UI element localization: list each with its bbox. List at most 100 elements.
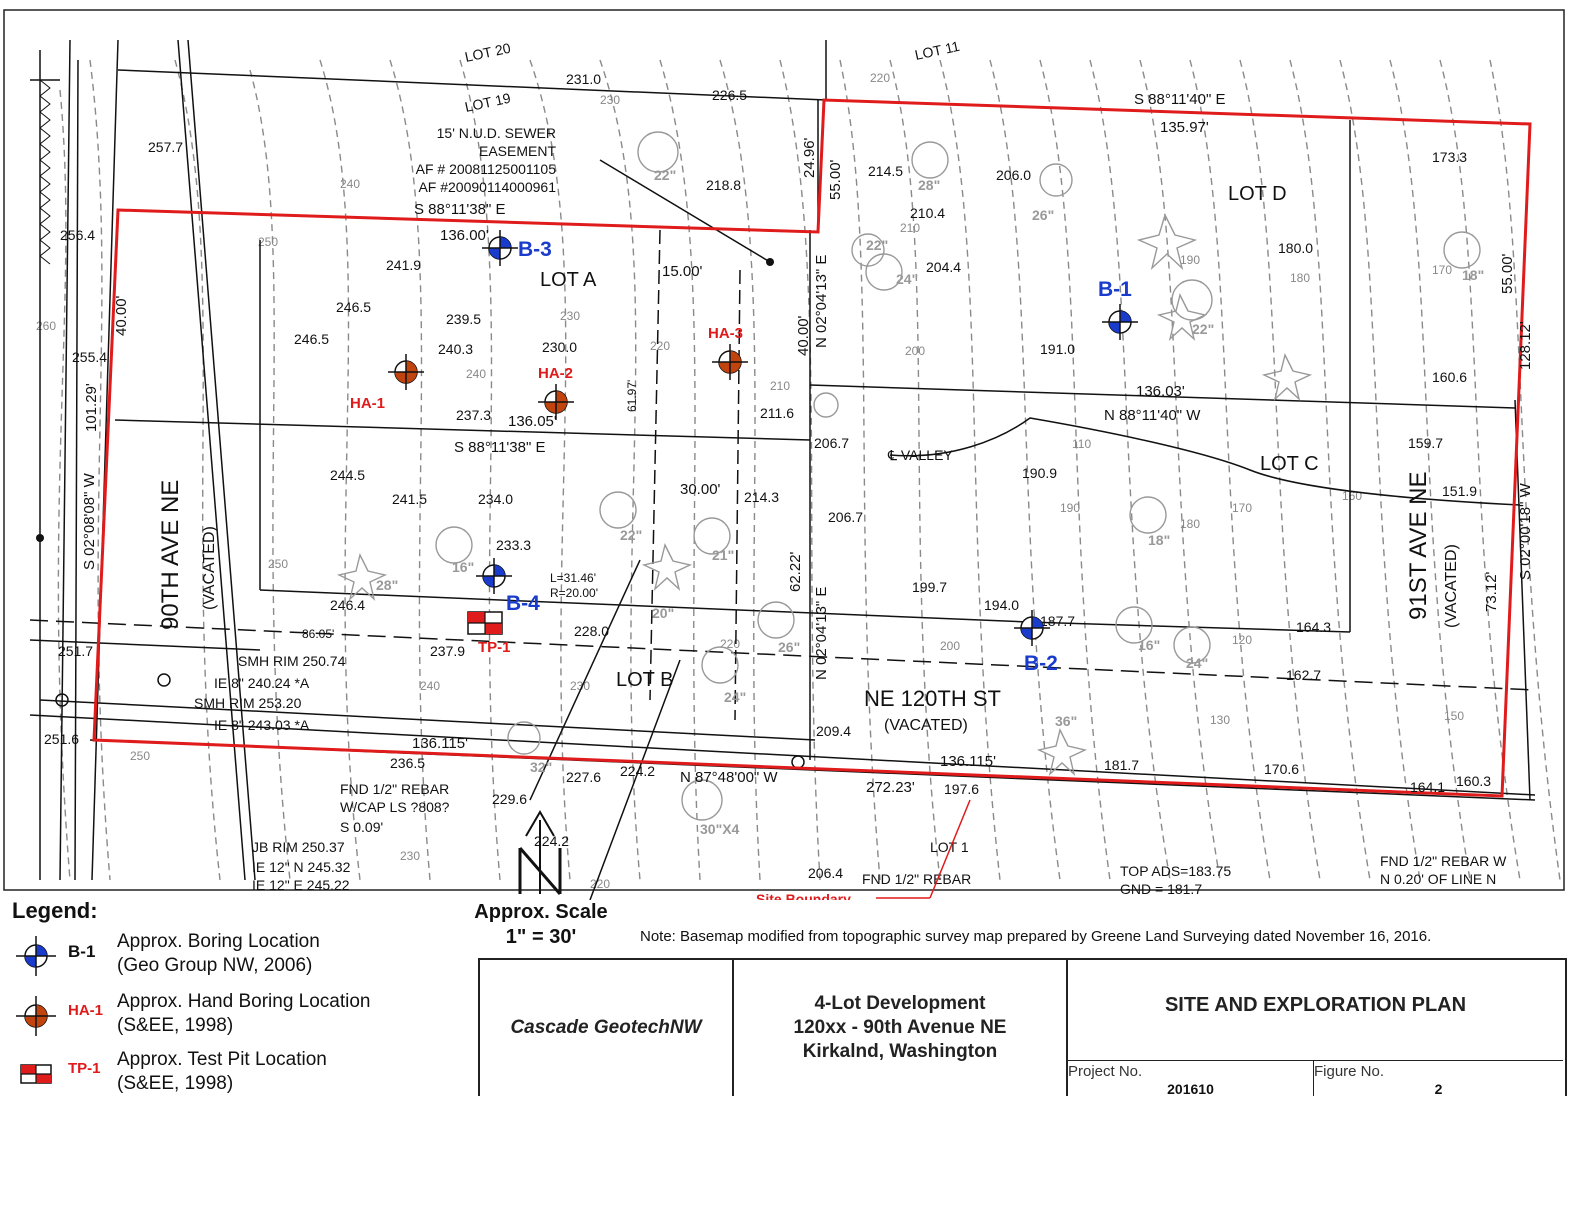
svg-text:IE 12" N 245.32: IE 12" N 245.32 <box>252 859 351 875</box>
svg-text:251.6: 251.6 <box>44 731 79 747</box>
site-boundary-leader-2 <box>929 799 971 899</box>
svg-text:236.5: 236.5 <box>390 755 425 771</box>
map-frame <box>3 9 1565 891</box>
svg-text:224.2: 224.2 <box>534 833 569 849</box>
utility-notes: SMH RIM 250.74 IE 8" 240.24 *A SMH RIM 2… <box>194 653 351 893</box>
boring-marker-b3 <box>482 230 518 266</box>
svg-text:241.9: 241.9 <box>386 257 421 273</box>
svg-text:IE 8" 240.24 *A: IE 8" 240.24 *A <box>214 675 310 691</box>
manhole-symbol-2 <box>157 673 171 687</box>
svg-text:LOT A: LOT A <box>540 269 597 291</box>
legend-title: Legend: <box>12 898 98 923</box>
svg-text:226.5: 226.5 <box>712 87 747 103</box>
svg-text:251.7: 251.7 <box>58 643 93 659</box>
svg-text:220: 220 <box>650 339 670 353</box>
svg-text:160.6: 160.6 <box>1432 369 1467 385</box>
svg-text:231.0: 231.0 <box>566 71 601 87</box>
plan-title: SITE AND EXPLORATION PLAN <box>1164 994 1467 1016</box>
figure-number: 2 <box>1434 1081 1443 1097</box>
svg-text:N 02°04'13" E: N 02°04'13" E <box>813 255 830 348</box>
svg-text:220: 220 <box>870 71 890 85</box>
site-boundary-label: Site Boundary <box>756 891 851 900</box>
svg-text:L=31.46': L=31.46' <box>550 571 596 585</box>
svg-text:(VACATED): (VACATED) <box>201 526 218 610</box>
company-name: Cascade GeotechNW <box>480 960 734 1096</box>
svg-text:101.29': 101.29' <box>83 383 100 432</box>
svg-text:30.00': 30.00' <box>680 481 721 498</box>
legend-boring-line1: Approx. Boring Location <box>117 931 320 952</box>
project-number-label: Project No. <box>1068 1063 1143 1080</box>
hand-boring-marker-ha3 <box>712 344 748 380</box>
svg-text:15' N.U.D. SEWER: 15' N.U.D. SEWER <box>437 125 556 141</box>
svg-text:HA-1: HA-1 <box>350 395 385 412</box>
svg-text:26": 26" <box>1032 207 1054 223</box>
svg-text:24": 24" <box>724 689 746 705</box>
svg-text:206.7: 206.7 <box>814 435 849 451</box>
svg-text:55.00': 55.00' <box>1499 253 1516 294</box>
svg-text:230.0: 230.0 <box>542 339 577 355</box>
svg-text:170: 170 <box>1432 263 1452 277</box>
svg-text:24.96': 24.96' <box>801 137 818 178</box>
svg-text:32": 32" <box>530 759 552 775</box>
svg-text:211.6: 211.6 <box>760 405 794 421</box>
hand-boring-labels: HA-1 HA-2 HA-3 <box>350 325 743 412</box>
svg-text:160.3: 160.3 <box>1456 773 1491 789</box>
boring-marker-b1 <box>1102 304 1138 340</box>
svg-text:200: 200 <box>940 639 960 653</box>
project-number: 201610 <box>1167 1081 1214 1097</box>
svg-text:199.7: 199.7 <box>912 579 947 595</box>
svg-text:228.0: 228.0 <box>574 623 609 639</box>
svg-text:230: 230 <box>570 679 590 693</box>
svg-text:IE 12" E 245.22: IE 12" E 245.22 <box>252 877 350 893</box>
svg-text:30"X4: 30"X4 <box>700 821 740 837</box>
svg-text:241.5: 241.5 <box>392 491 427 507</box>
svg-text:194.0: 194.0 <box>984 597 1019 613</box>
manhole-symbol <box>55 693 69 707</box>
svg-text:191.0: 191.0 <box>1040 341 1075 357</box>
svg-text:214.5: 214.5 <box>868 163 903 179</box>
svg-text:22": 22" <box>654 167 676 183</box>
basemap-note: Note: Basemap modified from topographic … <box>640 928 1432 945</box>
svg-text:190: 190 <box>1060 501 1080 515</box>
svg-text:173.3: 173.3 <box>1432 149 1467 165</box>
svg-text:18": 18" <box>1148 532 1170 548</box>
svg-text:206.7: 206.7 <box>828 509 863 525</box>
svg-text:40.00': 40.00' <box>113 295 130 336</box>
svg-text:187.7: 187.7 <box>1040 613 1075 629</box>
svg-text:N 87°48'00" W: N 87°48'00" W <box>680 769 778 786</box>
svg-text:62.22': 62.22' <box>787 551 804 592</box>
svg-text:AF #20090114000961: AF #20090114000961 <box>418 179 556 195</box>
svg-text:22": 22" <box>620 527 642 543</box>
legend-hand-boring-line2: (S&EE, 1998) <box>117 1015 234 1036</box>
svg-text:TOP ADS=183.75: TOP ADS=183.75 <box>1120 863 1231 879</box>
svg-text:LOT B: LOT B <box>616 669 673 691</box>
svg-text:204.4: 204.4 <box>926 259 961 275</box>
legend-item-boring: B-1 Approx. Boring Location (Geo Group N… <box>12 928 472 984</box>
svg-text:LOT 1: LOT 1 <box>930 839 969 855</box>
svg-text:170: 170 <box>1232 501 1252 515</box>
lot-labels: LOT 20 LOT 19 LOT 11 LOT A LOT B LOT C L… <box>463 38 1318 855</box>
svg-text:20": 20" <box>652 605 674 621</box>
svg-text:(VACATED): (VACATED) <box>1443 544 1460 628</box>
svg-text:SMH RIM 253.20: SMH RIM 253.20 <box>194 695 302 711</box>
svg-text:LOT C: LOT C <box>1260 453 1319 475</box>
svg-text:B-2: B-2 <box>1024 652 1058 675</box>
svg-text:220: 220 <box>720 637 740 651</box>
svg-text:LOT 19: LOT 19 <box>463 90 512 115</box>
svg-text:190.9: 190.9 <box>1022 465 1057 481</box>
svg-text:FND 1/2" REBAR W: FND 1/2" REBAR W <box>1380 853 1507 869</box>
tree-symbols <box>336 131 1481 821</box>
svg-text:SMH RIM 250.74: SMH RIM 250.74 <box>238 653 346 669</box>
svg-text:180.0: 180.0 <box>1278 240 1313 256</box>
svg-text:FND 1/2" REBAR: FND 1/2" REBAR <box>340 781 449 797</box>
svg-text:257.7: 257.7 <box>148 139 183 155</box>
scale-note: Approx. Scale 1" = 30' <box>456 900 626 950</box>
spot-elevations: 231.0 226.5 257.7 256.4 241.9 246.5 246.… <box>44 71 1491 881</box>
svg-text:R=20.00': R=20.00' <box>550 586 598 600</box>
svg-text:W/CAP LS ?808?: W/CAP LS ?808? <box>340 799 450 815</box>
svg-text:170.6: 170.6 <box>1264 761 1299 777</box>
svg-text:GND = 181.7: GND = 181.7 <box>1120 881 1202 897</box>
boring-symbol-icon <box>16 936 56 976</box>
svg-text:120: 120 <box>1232 633 1252 647</box>
